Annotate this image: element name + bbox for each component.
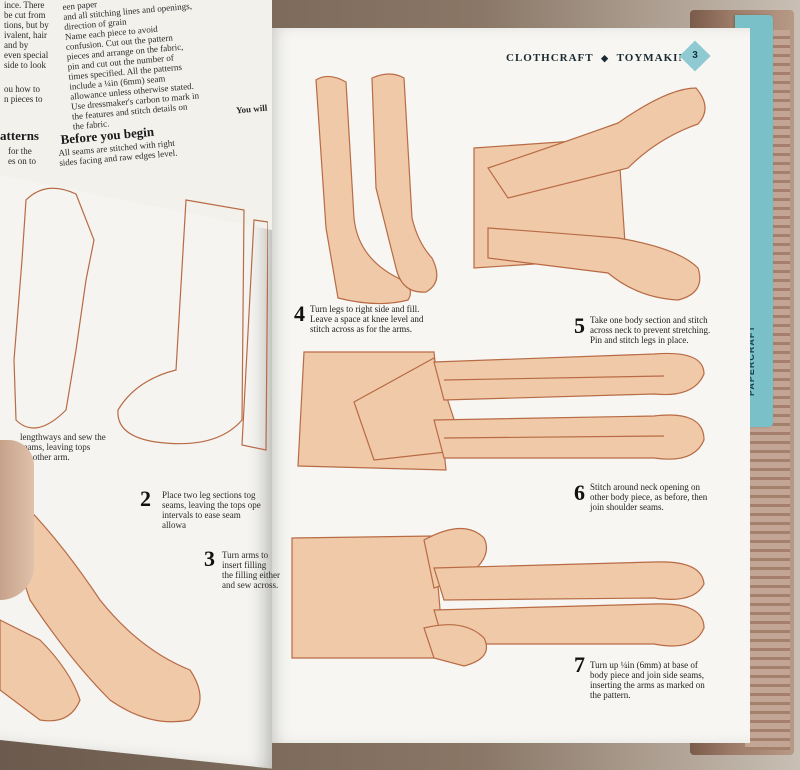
step-6-number: 6 [574, 480, 585, 505]
step-4-number: 4 [294, 301, 305, 326]
header-subsection: TOYMAKING [616, 52, 697, 64]
body-with-legs-illustration [473, 87, 706, 301]
body-with-legs-stitched-illustration [297, 351, 705, 471]
step-7-text: Turn up ¼in (6mm) at base of body piece … [590, 660, 705, 700]
step-2-number: 2 [140, 486, 151, 511]
step-3-number: 3 [204, 546, 215, 571]
stuffed-arms-illustration [0, 500, 201, 723]
right-page: CLOTHCRAFT ◆ TOYMAKING 3 4 Turn legs to … [268, 28, 750, 743]
step-5-number: 5 [574, 313, 585, 338]
header-section: CLOTHCRAFT [506, 52, 594, 64]
step-6-text: Stitch around neck opening on other body… [590, 482, 708, 512]
header-separator: ◆ [601, 53, 610, 63]
page-number: 3 [692, 50, 698, 61]
leg-illustration-2 [371, 73, 438, 293]
assembled-doll-illustration [291, 527, 705, 667]
step-4-text: Turn legs to right side and fill. Leave … [310, 304, 424, 334]
step-5-text: Take one body section and stitch across … [590, 315, 711, 345]
running-header: CLOTHCRAFT ◆ TOYMAKING [506, 52, 697, 64]
thumb [0, 440, 34, 600]
arm-pattern-illustration [13, 187, 268, 451]
patterns-heading: atterns [0, 128, 39, 143]
leg-illustration-1 [315, 75, 411, 305]
step-7-number: 7 [574, 652, 585, 677]
